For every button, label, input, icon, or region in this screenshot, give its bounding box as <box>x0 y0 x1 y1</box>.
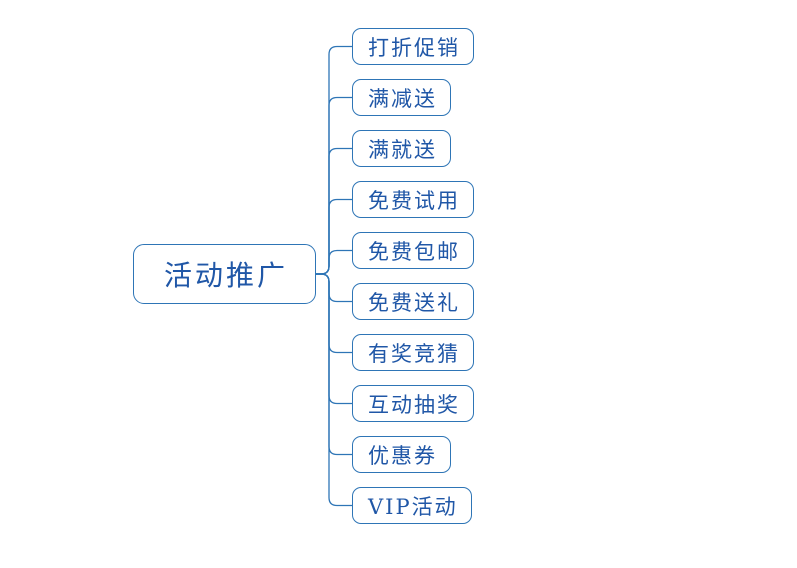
root-node[interactable]: 活动推广 <box>133 244 316 304</box>
child-node-label: VIP活动 <box>368 494 458 519</box>
child-node-label: 满减送 <box>368 86 437 111</box>
root-node-label: 活动推广 <box>163 259 288 292</box>
child-node-label: 免费送礼 <box>368 290 460 315</box>
child-node-label: 免费试用 <box>368 188 460 213</box>
child-node-label: 互动抽奖 <box>368 392 460 417</box>
child-node[interactable]: 免费包邮 <box>352 232 474 269</box>
child-node-label: 满就送 <box>368 137 437 162</box>
child-node-label: 有奖竞猜 <box>368 341 460 366</box>
child-node[interactable]: 有奖竞猜 <box>352 334 474 371</box>
child-node[interactable]: 打折促销 <box>352 28 474 65</box>
child-node[interactable]: 满就送 <box>352 130 451 167</box>
child-node[interactable]: 优惠券 <box>352 436 451 473</box>
child-node-label: 优惠券 <box>368 443 437 468</box>
child-node[interactable]: 免费送礼 <box>352 283 474 320</box>
child-node[interactable]: 满减送 <box>352 79 451 116</box>
child-node[interactable]: 互动抽奖 <box>352 385 474 422</box>
child-node[interactable]: VIP活动 <box>352 487 472 524</box>
child-node-label: 免费包邮 <box>368 239 460 264</box>
child-node-label: 打折促销 <box>368 35 460 60</box>
child-node[interactable]: 免费试用 <box>352 181 474 218</box>
